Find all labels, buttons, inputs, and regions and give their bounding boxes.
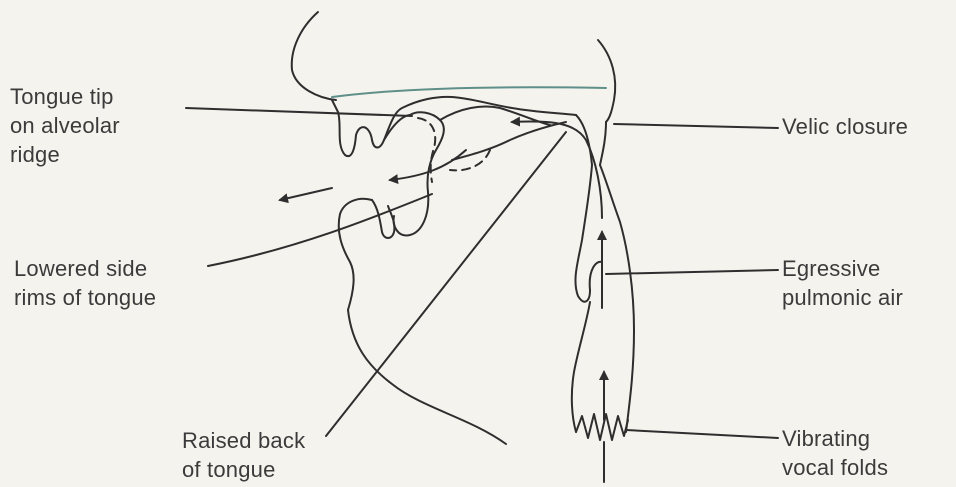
label-lowered-side-rims-line1: Lowered side — [14, 254, 156, 283]
hard-palate — [332, 87, 606, 97]
palate-underside — [332, 97, 576, 156]
label-velic-closure-line1: Velic closure — [782, 112, 908, 141]
label-lowered-side-rims: Lowered side rims of tongue — [14, 254, 156, 312]
label-egressive-air-line1: Egressive — [782, 254, 903, 283]
label-tongue-tip-line2: on alveolar — [10, 111, 120, 140]
nasal-back — [598, 40, 615, 122]
label-vibrating-folds: Vibrating vocal folds — [782, 424, 888, 482]
label-raised-back: Raised back of tongue — [182, 426, 305, 484]
label-tongue-tip: Tongue tip on alveolar ridge — [10, 82, 120, 169]
vocal-folds — [576, 414, 628, 440]
pharynx-front — [575, 165, 602, 302]
pharynx-back — [600, 165, 634, 432]
pharynx-front-upper — [576, 115, 592, 165]
label-raised-back-line2: of tongue — [182, 455, 305, 484]
larynx-front — [572, 302, 590, 432]
leader-side-rims — [208, 194, 432, 266]
leader-raised-back — [326, 132, 566, 436]
leader-vibrating — [626, 430, 778, 438]
lower-teeth — [372, 200, 394, 238]
leader-velic — [614, 124, 778, 128]
label-egressive-air: Egressive pulmonic air — [782, 254, 903, 312]
leader-egressive — [606, 270, 778, 274]
air-arrow-exit — [280, 188, 332, 200]
label-lowered-side-rims-line2: rims of tongue — [14, 283, 156, 312]
label-raised-back-line1: Raised back — [182, 426, 305, 455]
leader-tongue-tip — [186, 108, 412, 116]
air-arrow-oral — [512, 122, 602, 218]
label-egressive-air-line2: pulmonic air — [782, 283, 903, 312]
label-vibrating-folds-line1: Vibrating — [782, 424, 888, 453]
face-outline — [292, 12, 336, 100]
lower-lip — [339, 199, 372, 310]
label-vibrating-folds-line2: vocal folds — [782, 453, 888, 482]
label-tongue-tip-line1: Tongue tip — [10, 82, 120, 111]
label-velic-closure: Velic closure — [782, 112, 908, 141]
tongue-rim-dashed-back — [450, 150, 490, 170]
velum — [600, 122, 606, 165]
label-tongue-tip-line3: ridge — [10, 140, 120, 169]
